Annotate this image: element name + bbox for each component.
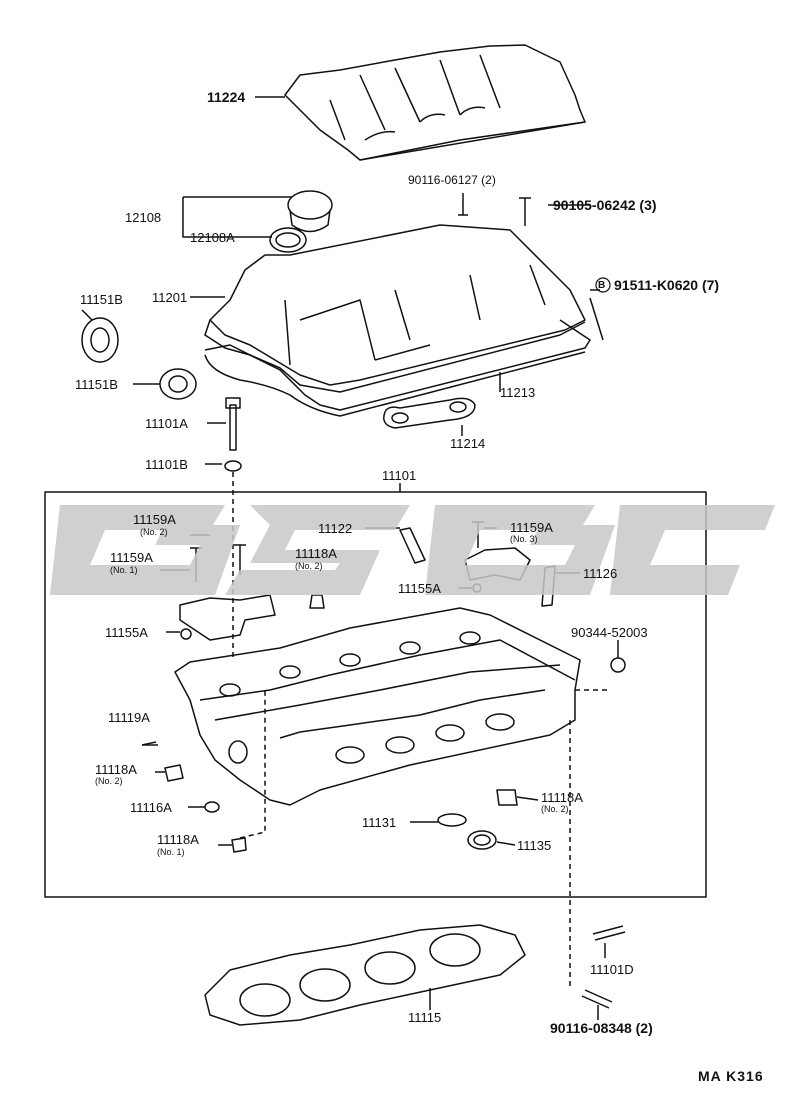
- part-label[interactable]: 11116A: [130, 800, 172, 815]
- part-label[interactable]: 12108: [125, 210, 162, 225]
- part-note: (No. 1): [157, 847, 185, 857]
- part-note: (No. 2): [140, 527, 168, 537]
- watermark-logo: [50, 505, 775, 595]
- part-label[interactable]: 11201: [152, 290, 188, 305]
- part-label[interactable]: 11115: [408, 1010, 442, 1025]
- part-label[interactable]: 11101B: [145, 457, 188, 472]
- part-note: (No. 2): [541, 804, 569, 814]
- b-marker: B: [598, 280, 606, 291]
- part-note: (No. 3): [510, 534, 538, 544]
- part-label[interactable]: 11151B: [80, 292, 123, 307]
- part-label[interactable]: 11118A: [157, 832, 199, 847]
- part-label[interactable]: 11159A: [110, 550, 153, 565]
- seal-part: [159, 368, 197, 400]
- part-label[interactable]: 11159A: [510, 520, 553, 535]
- part-note: (No. 1): [110, 565, 138, 575]
- part-label[interactable]: 90344-52003: [571, 625, 648, 640]
- part-label[interactable]: 11155A: [398, 581, 441, 596]
- part-label[interactable]: 11159A: [133, 512, 176, 527]
- part-label[interactable]: 11126: [583, 566, 618, 581]
- part-label[interactable]: 90116-06127 (2): [408, 173, 496, 187]
- part-label[interactable]: 90105-06242 (3): [553, 197, 657, 213]
- spark-plug-gasket-part: [383, 397, 476, 436]
- cylinder-head-group-frame: [44, 491, 707, 898]
- part-label[interactable]: 90116-08348 (2): [550, 1020, 653, 1036]
- part-label[interactable]: 11214: [450, 436, 486, 451]
- part-label[interactable]: 11118A: [295, 546, 337, 561]
- intake-cover-part: [255, 44, 586, 161]
- oil-filler-cap-part: [182, 190, 333, 253]
- seal-part: [81, 317, 119, 363]
- part-label[interactable]: 11224: [207, 89, 246, 105]
- part-label[interactable]: 11118A: [541, 790, 583, 805]
- part-label[interactable]: 11155A: [105, 625, 148, 640]
- valve-cover-part: [204, 224, 586, 393]
- diagram-code: MA K316: [698, 1068, 764, 1084]
- part-label[interactable]: 11101D: [590, 962, 634, 977]
- part-label[interactable]: 11119A: [108, 710, 150, 725]
- part-note: (No. 2): [295, 561, 323, 571]
- part-label[interactable]: 11213: [500, 385, 536, 400]
- head-gasket-part: [204, 924, 526, 1026]
- part-label[interactable]: 11118A: [95, 762, 137, 777]
- valve-cover-gasket-part: [204, 319, 591, 417]
- part-label[interactable]: 11151B: [75, 377, 118, 392]
- cylinder-head-part: [174, 607, 581, 806]
- part-note: (No. 2): [95, 776, 123, 786]
- part-label[interactable]: 11101A: [145, 416, 188, 431]
- part-label[interactable]: 91511-K0620 (7): [614, 277, 720, 293]
- part-label[interactable]: 11122: [318, 521, 353, 536]
- part-label[interactable]: 12108A: [190, 230, 235, 245]
- part-label[interactable]: 11131: [362, 815, 397, 830]
- part-label[interactable]: 11101: [382, 468, 417, 483]
- part-label[interactable]: 11135: [517, 838, 552, 853]
